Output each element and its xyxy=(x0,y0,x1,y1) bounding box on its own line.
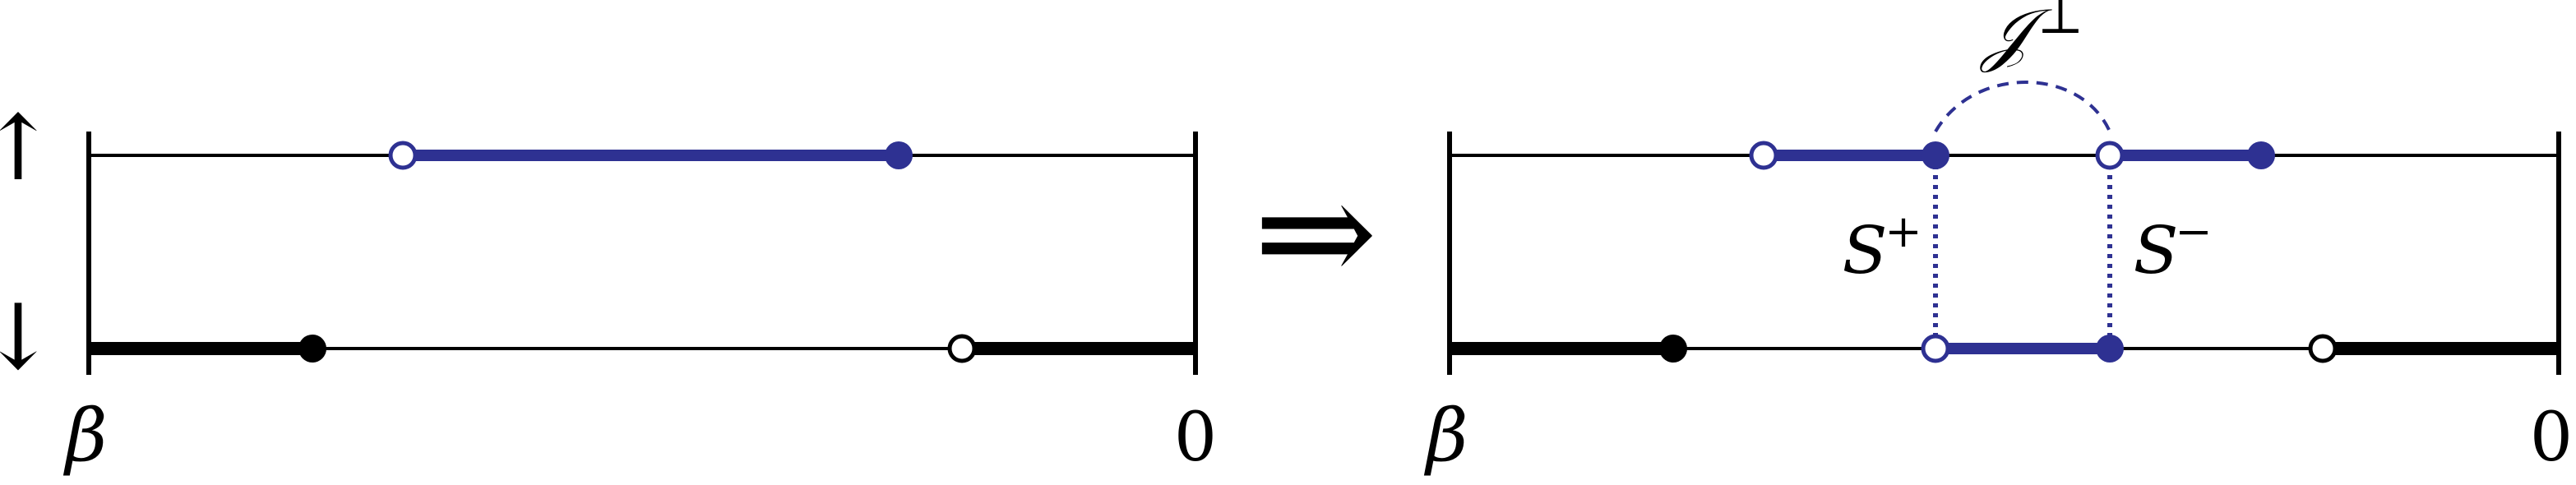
left-axis-zero-label: 0 xyxy=(1174,399,1217,477)
spin-down-label: ↓ xyxy=(0,284,56,390)
coupling-dashed-arc xyxy=(1934,81,2111,132)
right-axis-beta-label: β xyxy=(1424,393,1468,478)
implies-arrow: ⇒ xyxy=(1254,147,1378,319)
left-down-open-dot xyxy=(947,334,977,363)
right-down-filled-dot-1 xyxy=(1659,335,1687,363)
coupling-superscript: ⊥ xyxy=(2037,0,2083,45)
right-down-open-dot-1 xyxy=(1921,334,1950,363)
left-panel: β 0 xyxy=(63,132,1217,478)
right-up-open-dot-2 xyxy=(2095,141,2125,170)
left-down-filled-dot xyxy=(298,335,326,363)
s-plus-superscript: + xyxy=(1885,206,1922,257)
right-up-filled-dot-2 xyxy=(2247,141,2275,169)
spin-up-label: ↑ xyxy=(0,95,56,201)
left-axis-beta-label: β xyxy=(63,393,108,478)
right-down-open-dot-2 xyxy=(2308,334,2338,363)
left-up-filled-dot xyxy=(885,141,913,169)
s-minus-superscript: − xyxy=(2175,206,2212,257)
right-up-filled-dot-1 xyxy=(1922,141,1949,169)
left-up-open-dot xyxy=(388,141,418,170)
right-down-filled-dot-2 xyxy=(2096,335,2124,363)
s-plus-label: S xyxy=(1843,212,1888,289)
s-minus-label: S xyxy=(2134,212,2179,289)
right-up-open-dot-1 xyxy=(1749,141,1778,170)
right-panel: 𝒥 ⊥ S + S − β 0 xyxy=(1424,0,2574,478)
right-axis-zero-label: 0 xyxy=(2530,399,2573,477)
